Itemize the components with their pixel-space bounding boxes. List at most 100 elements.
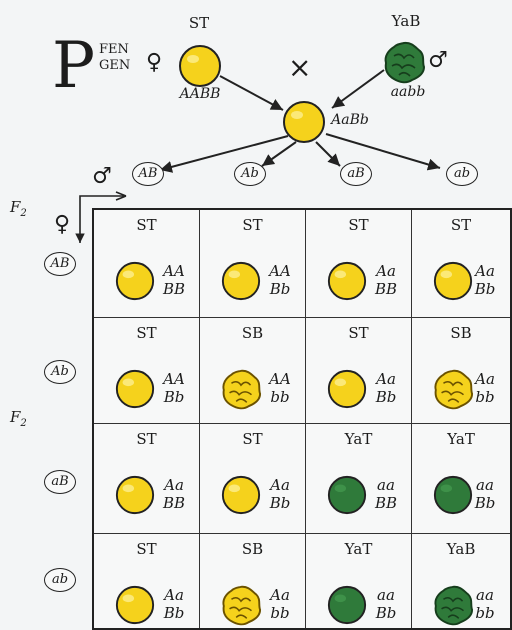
f2-label-side: F2 (10, 408, 27, 429)
cell-genotype-gene-b: Bb (163, 604, 185, 622)
cell-phenotype: ST (242, 216, 263, 234)
cell-genotype-gene-a: Aa (270, 476, 290, 494)
arrow-f1-to-ab (325, 133, 441, 171)
f1-genotype: AaBb (331, 112, 369, 128)
cell-phenotype: YaB (446, 540, 476, 558)
cell-genotype-gene-b: BB (162, 280, 186, 298)
yellow-smooth-seed-icon (433, 261, 473, 301)
arrow-f1-to-aB (315, 141, 341, 167)
male-gamete-ab: ab (446, 162, 478, 186)
arrow-f1-to-Ab (261, 141, 297, 167)
cell-genotype-gene-b: bb (270, 388, 290, 406)
father-genotype: aabb (390, 84, 426, 100)
cell-genotype-gene-a: aa (476, 476, 494, 494)
cell-phenotype: ST (348, 216, 369, 234)
yellow-smooth-seed-icon (115, 261, 155, 301)
cell-phenotype: YaT (447, 430, 475, 448)
f1-seed-yellow-smooth-icon (283, 101, 325, 143)
mother-genotype: AABB (179, 86, 221, 102)
cell-genotype-gene-a: aa (377, 586, 395, 604)
cell-phenotype: ST (136, 324, 157, 342)
green-wrinkled-seed-icon (434, 585, 474, 626)
male-symbol-icon: ♂ (428, 48, 448, 73)
arrow-mother-to-f1 (219, 75, 284, 111)
gamete-male-symbol-icon: ♂ (92, 164, 112, 189)
phenotype-row-label: FEN (99, 42, 129, 57)
p-generation-symbol: P (52, 29, 96, 103)
cell-genotype-gene-b: Bb (269, 280, 291, 298)
cell-phenotype: ST (136, 540, 157, 558)
green-smooth-seed-icon (433, 475, 473, 515)
cell-phenotype: SB (241, 324, 264, 342)
cell-genotype-gene-a: AA (269, 370, 291, 388)
cross-icon: × (288, 51, 312, 84)
yellow-wrinkled-seed-icon (434, 369, 474, 410)
cell-genotype-gene-b: BB (162, 494, 186, 512)
cell-phenotype: SB (450, 324, 472, 342)
male-gamete-AB: AB (132, 162, 164, 186)
yellow-smooth-seed-icon (115, 475, 155, 515)
arrow-father-to-f1 (331, 69, 385, 109)
cell-genotype-gene-b: BB (374, 494, 398, 512)
cell-genotype-gene-a: AA (163, 262, 185, 280)
cell-genotype-gene-a: AA (163, 370, 185, 388)
cell-genotype-gene-b: Bb (375, 604, 397, 622)
yellow-smooth-seed-icon (327, 369, 367, 409)
cell-phenotype: ST (136, 216, 157, 234)
female-gamete-ab: ab (44, 568, 76, 592)
yellow-smooth-seed-icon (115, 585, 155, 625)
cell-genotype-gene-a: AA (269, 262, 291, 280)
mother-seed-yellow-smooth-icon (179, 45, 221, 87)
cell-genotype-gene-b: bb (475, 604, 495, 622)
genotype-row-label: GEN (99, 58, 131, 73)
cell-genotype-gene-b: Bb (269, 494, 291, 512)
green-smooth-seed-icon (327, 585, 367, 625)
yellow-wrinkled-seed-icon (222, 369, 262, 410)
cell-phenotype: YaT (344, 540, 373, 558)
arrow-f1-to-AB (159, 135, 289, 173)
female-symbol-icon: ♀ (146, 50, 163, 75)
arrow-gamete-bracket (75, 195, 126, 243)
cell-phenotype: SB (241, 540, 264, 558)
cell-genotype-gene-a: Aa (376, 262, 396, 280)
mother-phenotype: ST (188, 14, 210, 32)
cell-phenotype: YaT (344, 430, 373, 448)
cell-genotype-gene-a: Aa (164, 586, 184, 604)
yellow-smooth-seed-icon (327, 261, 367, 301)
cell-genotype-gene-a: Aa (475, 262, 495, 280)
male-gamete-Ab: Ab (234, 162, 266, 186)
cell-genotype-gene-b: BB (374, 280, 398, 298)
gamete-female-symbol-icon: ♀ (54, 212, 71, 237)
cell-genotype-gene-b: bb (270, 604, 290, 622)
yellow-wrinkled-seed-icon (222, 585, 262, 626)
cell-genotype-gene-a: Aa (164, 476, 184, 494)
cell-phenotype: ST (242, 430, 263, 448)
cell-phenotype: ST (348, 324, 369, 342)
male-gamete-aB: aB (340, 162, 372, 186)
cell-genotype-gene-b: Bb (474, 494, 496, 512)
cell-genotype-gene-b: Bb (375, 388, 397, 406)
cell-genotype-gene-a: Aa (475, 370, 495, 388)
cell-genotype-gene-a: Aa (376, 370, 396, 388)
cell-genotype-gene-b: Bb (474, 280, 496, 298)
cell-genotype-gene-a: aa (377, 476, 395, 494)
female-gamete-AB: AB (44, 252, 76, 276)
